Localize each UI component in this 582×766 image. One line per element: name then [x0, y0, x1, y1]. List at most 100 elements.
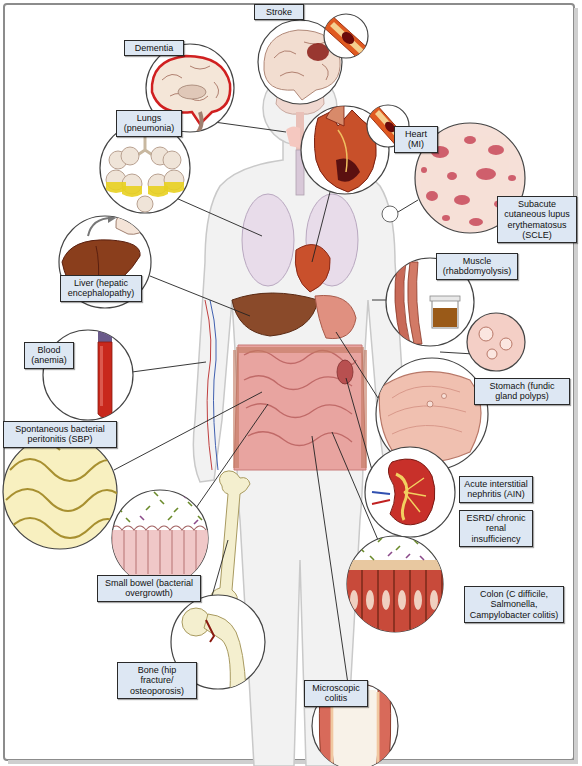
- small-bowel-inset: [188, 502, 192, 506]
- label-box: Acute interstitial nephritis (AIN): [459, 476, 533, 503]
- muscle-inset: [430, 296, 460, 301]
- heart-inset: [326, 106, 344, 126]
- skin-inset: [464, 136, 476, 144]
- label-box: Subacute cutaneous lupus erythematosus (…: [497, 196, 577, 243]
- label-text: Small bowel (bacterial overgrowth): [101, 578, 197, 599]
- leader-lines: [212, 540, 228, 596]
- colon-inset: [370, 556, 374, 560]
- liver-inset: [59, 210, 151, 308]
- colon-inset: [352, 552, 424, 560]
- body-silhouette: [382, 206, 398, 222]
- leader-lines: [336, 332, 378, 398]
- label-box: Colon (C difficile, Salmonella, Campylob…: [464, 586, 564, 623]
- label-text: Blood (anemia): [28, 345, 70, 366]
- colon-inset: [420, 556, 424, 560]
- lungs-inset: [137, 196, 153, 212]
- blood-inset: [98, 330, 112, 342]
- small-bowel-inset: [182, 494, 186, 498]
- small-bowel-inset: [168, 516, 172, 520]
- colon-inset: [430, 590, 438, 610]
- small-bowel-inset: [140, 516, 144, 520]
- stomach-inset: [479, 327, 493, 341]
- body-silhouette: [295, 245, 330, 292]
- body-silhouette: [242, 194, 294, 286]
- label-box: ESRD/ chronic renal insufficiency: [459, 510, 533, 547]
- colon-inset: [414, 540, 418, 544]
- label-box: Microscopic colitis: [304, 680, 368, 707]
- label-text: Spontaneous bacterial peritonitis (SBP): [7, 424, 113, 445]
- kidney-inset: [372, 492, 390, 494]
- skin-inset: [447, 172, 457, 180]
- lungs-inset: [121, 147, 139, 165]
- peritoneum-inset: [10, 518, 124, 538]
- colon-inset: [388, 552, 392, 556]
- stroke-inset: [330, 22, 364, 54]
- label-box: Dementia: [124, 40, 184, 56]
- small-bowel-inset: [124, 500, 128, 504]
- liver-inset: [108, 213, 116, 223]
- leader-lines: [346, 378, 372, 470]
- colon-inset: [378, 538, 382, 542]
- stomach-inset: [379, 372, 481, 462]
- label-text: Stomach (fundic gland polyps): [478, 381, 566, 402]
- label-text: Liver (hepatic encephalopathy): [64, 278, 138, 299]
- skin-inset: [488, 145, 504, 155]
- colon-inset: [346, 560, 446, 570]
- peritoneum-inset: [6, 441, 124, 538]
- muscle-inset: [433, 308, 457, 327]
- lungs-inset: [163, 151, 181, 169]
- colon-inset: [346, 570, 446, 640]
- peritoneum-inset: [6, 489, 124, 511]
- leader-lines: [214, 122, 286, 132]
- hip-inset: [206, 620, 214, 642]
- colon-inset: [346, 536, 446, 640]
- liver-inset: [116, 210, 148, 234]
- body-silhouette: [210, 300, 218, 470]
- small-bowel-inset: [198, 516, 202, 520]
- label-text: Acute interstitial nephritis (AIN): [463, 479, 529, 500]
- small-bowel-inset: [132, 494, 136, 498]
- label-text: Heart (MI): [398, 129, 434, 150]
- small-bowel-inset: [160, 500, 164, 504]
- leader-lines: [132, 362, 206, 372]
- stomach-inset: [479, 327, 512, 359]
- kidney-inset: [372, 500, 390, 504]
- stomach-inset: [388, 386, 466, 434]
- frame: [574, 8, 578, 762]
- body-silhouette: [337, 360, 353, 384]
- label-text: Muscle (rhabdomyolysis): [440, 256, 514, 277]
- colon-inset: [398, 590, 406, 610]
- body-silhouette: [236, 350, 364, 468]
- small-bowel-inset: [154, 492, 158, 496]
- leader-lines: [312, 192, 330, 262]
- blood-inset: [100, 346, 103, 406]
- stomach-inset: [487, 349, 497, 359]
- kidney-inset: [396, 474, 407, 520]
- label-box: Blood (anemia): [24, 342, 74, 369]
- dementia-inset: [162, 66, 219, 101]
- kidney-inset: [388, 459, 435, 525]
- stroke-inset: [320, 14, 372, 62]
- skin-inset: [421, 167, 427, 173]
- label-text: Stroke: [258, 7, 300, 17]
- dementia-inset: [178, 85, 206, 99]
- blood-inset: [98, 330, 112, 418]
- label-box: Lungs (pneumonia): [116, 110, 182, 137]
- body-silhouette: [234, 345, 366, 470]
- heart-inset: [314, 106, 376, 192]
- body-silhouette: [244, 350, 356, 445]
- leader-lines: [196, 404, 268, 508]
- stroke-inset: [258, 14, 372, 104]
- colon-inset: [360, 548, 364, 552]
- lungs-inset: [106, 124, 184, 212]
- stomach-inset: [467, 313, 525, 371]
- stroke-inset: [339, 30, 356, 47]
- small-bowel-inset: [112, 530, 196, 574]
- leader-lines: [372, 300, 386, 301]
- colon-inset: [406, 554, 410, 558]
- label-box: Spontaneous bacterial peritonitis (SBP): [3, 421, 117, 448]
- label-box: Stomach (fundic gland polyps): [474, 378, 570, 405]
- femur-bone: [210, 471, 250, 607]
- hip-inset: [204, 614, 246, 690]
